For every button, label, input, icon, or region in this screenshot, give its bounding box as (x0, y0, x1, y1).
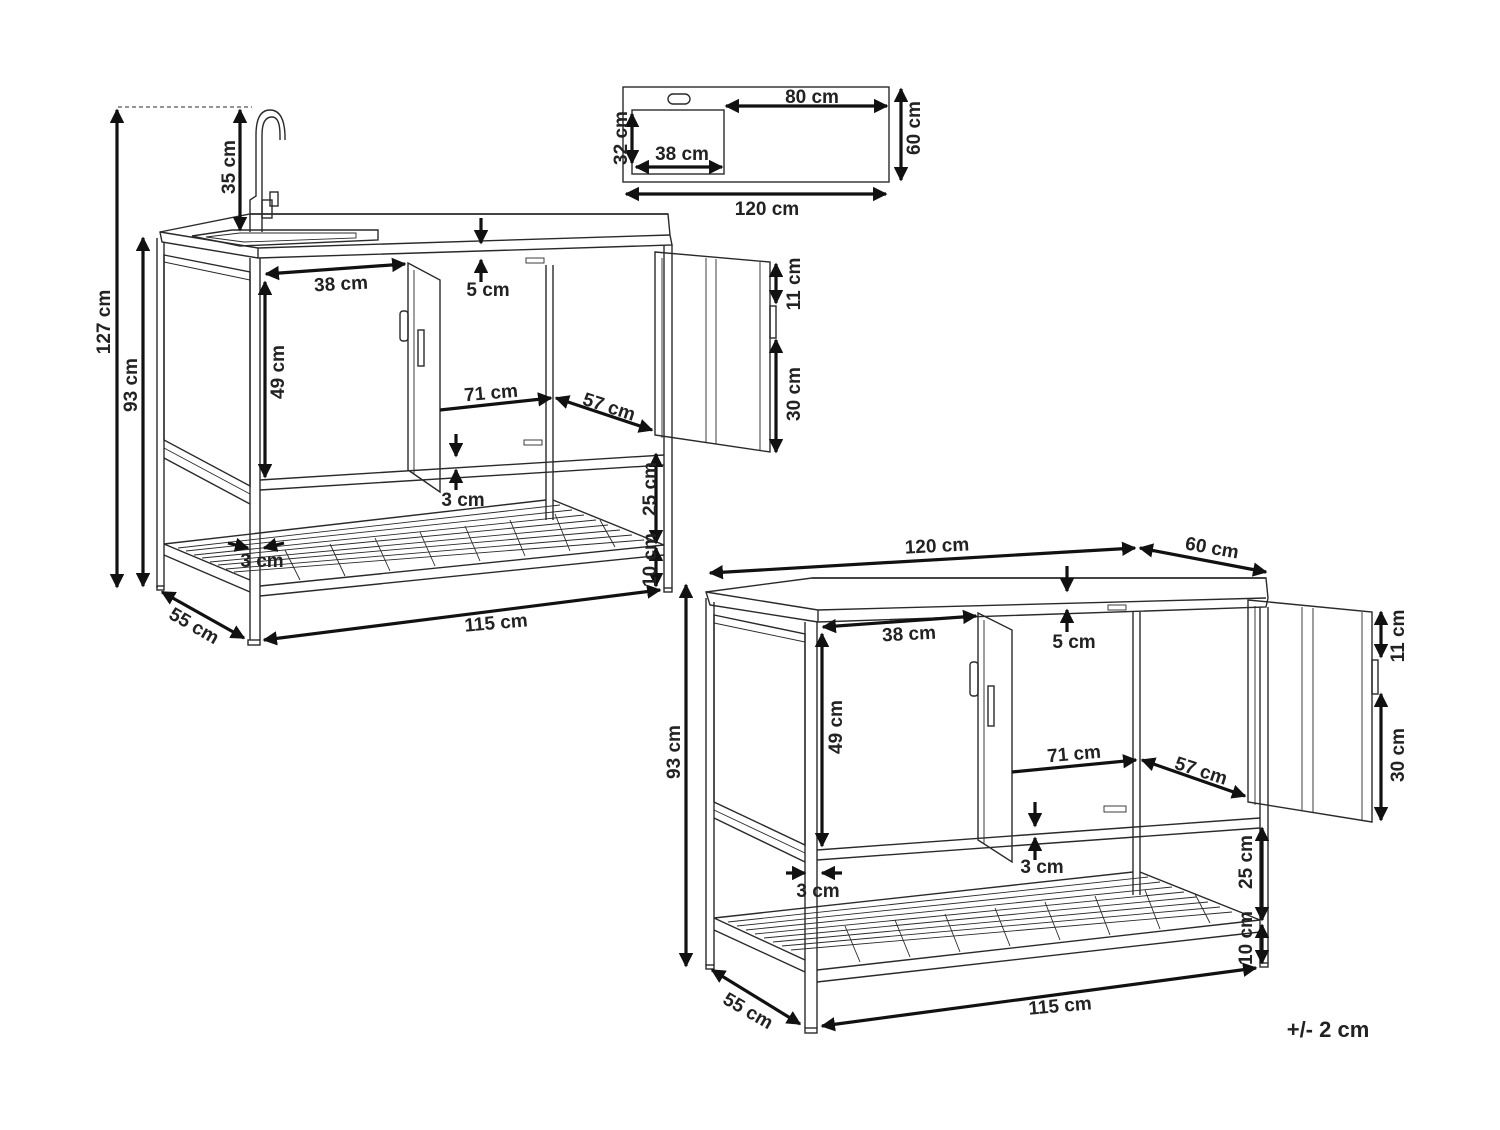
sink-unit-height-label: 93 cm (121, 358, 142, 412)
plain-unit-door-top-label: 11 cm (1388, 610, 1409, 663)
plain-unit-leg-label: 10 cm (1236, 911, 1257, 965)
plain-unit-height-label: 93 cm (664, 725, 685, 779)
plain-unit-length-label: 120 cm (904, 534, 969, 558)
sink-unit-door-top-label: 11 cm (784, 258, 805, 311)
sink-unit-shelf-gap-label: 3 cm (441, 490, 484, 511)
tolerance-note: +/- 2 cm (1287, 1017, 1370, 1042)
sink-unit-total-height-label: 127 cm (94, 290, 115, 354)
plain-unit-open-shelf-label: 25 cm (1236, 835, 1257, 889)
sink-unit-faucet-height-label: 35 cm (219, 140, 240, 194)
plain-unit-inner-height-label: 49 cm (826, 700, 847, 754)
top-view-drawing (622, 86, 909, 202)
top-view-sink-depth-label: 32 cm (611, 111, 632, 165)
plain-unit-depth-label: 55 cm (719, 989, 776, 1034)
plain-unit-inner-depth-label: 57 cm (1172, 753, 1230, 790)
sink-unit-inner-depth-label: 57 cm (580, 389, 638, 426)
plain-unit-door-width-label: 38 cm (882, 623, 937, 647)
sink-unit-door-width-label: 38 cm (314, 273, 369, 297)
top-view-counter-label: 80 cm (785, 87, 839, 108)
plain-unit-width-label: 115 cm (1028, 993, 1093, 1019)
plain-unit-shelf-gap-label: 3 cm (1020, 857, 1063, 878)
sink-unit-leg-label: 10 cm (640, 533, 661, 587)
plain-unit-side-gap-label: 3 cm (796, 881, 839, 902)
plain-unit-inner-width-label: 71 cm (1046, 742, 1102, 768)
top-view-depth-label: 60 cm (904, 101, 925, 155)
sink-unit-open-shelf-label: 25 cm (640, 462, 661, 516)
plain-unit-top-thickness-label: 5 cm (1052, 632, 1095, 653)
top-view-sink-width-label: 38 cm (655, 144, 709, 165)
sink-unit-door-panel-label: 30 cm (784, 367, 805, 421)
top-view-length-label: 120 cm (735, 199, 799, 220)
sink-unit-inner-width-label: 71 cm (463, 381, 519, 407)
plain-unit-door-panel-label: 30 cm (1388, 728, 1409, 782)
sink-unit-inner-height-label: 49 cm (268, 345, 289, 399)
sink-unit-side-gap-label: 3 cm (240, 551, 283, 572)
sink-unit-top-thickness-label: 5 cm (466, 280, 509, 301)
sink-unit-width-label: 115 cm (464, 610, 529, 636)
plain-unit-drawing (678, 541, 1389, 1034)
sink-unit-drawing (109, 106, 784, 646)
